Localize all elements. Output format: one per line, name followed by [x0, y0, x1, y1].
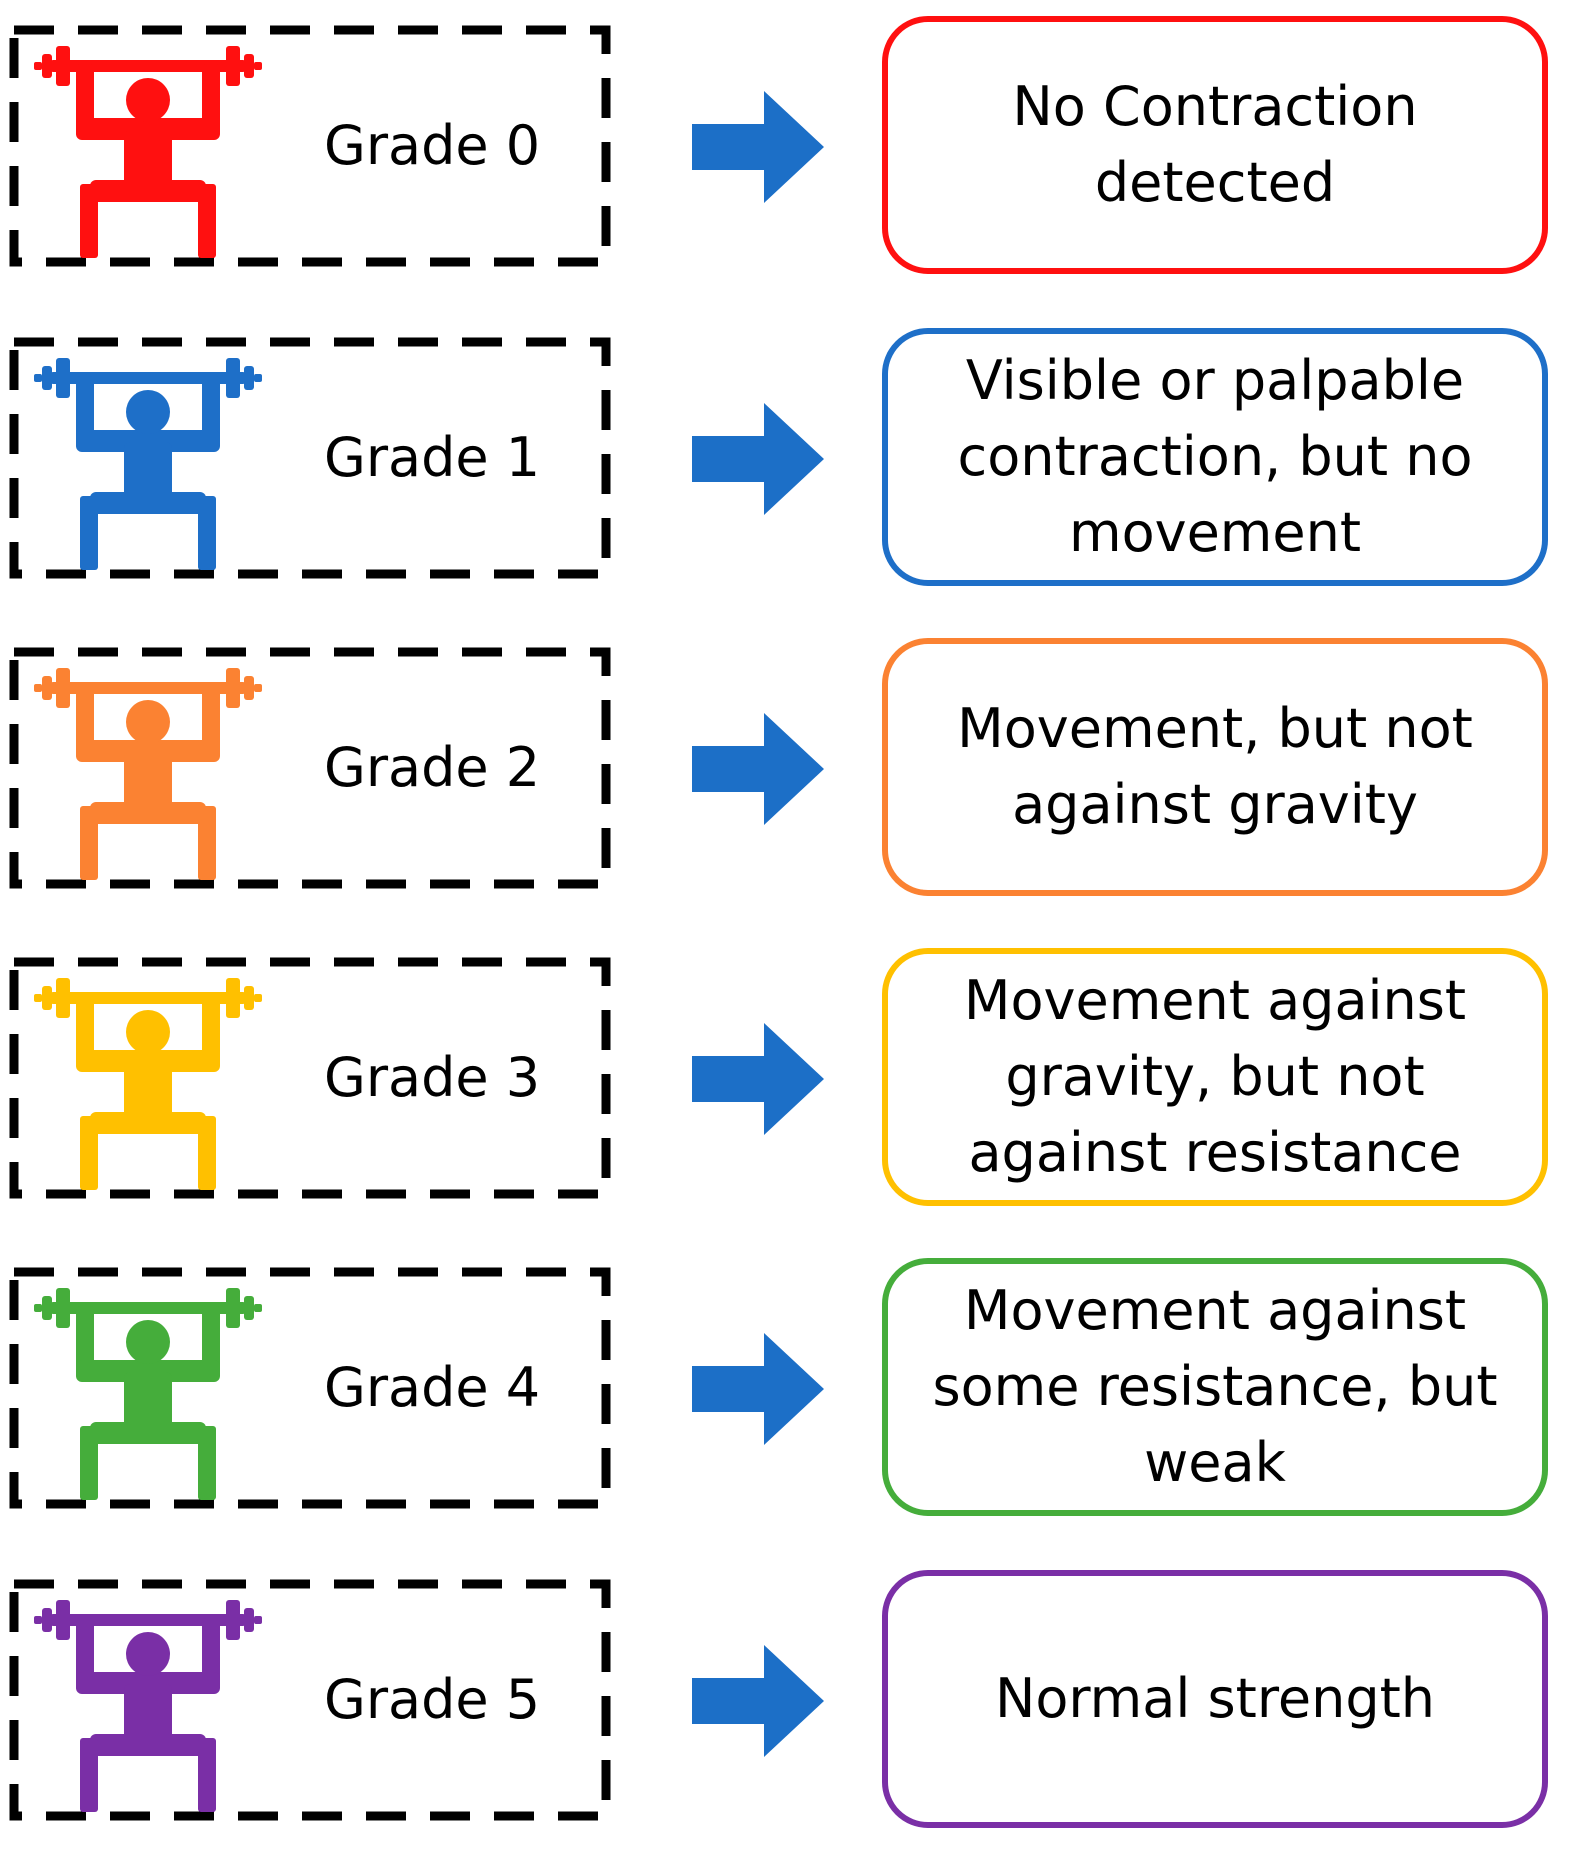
description-text: Normal strength	[995, 1667, 1435, 1730]
weightlifter-icon	[34, 668, 262, 880]
grade-row-5: Grade 5 Normal strength	[0, 1570, 1574, 1830]
description-box: Movement against some resistance, but we…	[882, 1258, 1548, 1516]
grade-row-2: Grade 2 Movement, but not against gravit…	[0, 638, 1574, 898]
weightlifter-icon	[34, 1288, 262, 1500]
grade-box-4: Grade 4	[0, 1258, 620, 1518]
grade-box-0: Grade 0	[0, 16, 620, 276]
description-text: Movement against gravity, but not agains…	[963, 969, 1467, 1184]
description-text: Movement against some resistance, but we…	[932, 1279, 1498, 1494]
right-arrow-icon	[692, 713, 824, 825]
grade-label: Grade 2	[324, 736, 541, 799]
description-box: Movement against gravity, but not agains…	[882, 948, 1548, 1206]
grade-box-3: Grade 3	[0, 948, 620, 1208]
description-box: Normal strength	[882, 1570, 1548, 1828]
grade-row-1: Grade 1 Visible or palpable contraction,…	[0, 328, 1574, 588]
right-arrow-icon	[692, 403, 824, 515]
grade-box-border	[9, 337, 611, 579]
grade-box-1: Grade 1	[0, 328, 620, 588]
grade-label: Grade 0	[324, 114, 541, 177]
grade-label: Grade 3	[324, 1046, 541, 1109]
description-text: Visible or palpable contraction, but no …	[957, 349, 1473, 564]
description-text: No Contraction detected	[1012, 75, 1418, 214]
right-arrow-icon	[692, 1645, 824, 1757]
right-arrow-icon	[692, 91, 824, 203]
grade-row-3: Grade 3 Movement against gravity, but no…	[0, 948, 1574, 1208]
grade-box-border	[9, 1579, 611, 1821]
grade-label: Grade 4	[324, 1356, 541, 1419]
grade-box-5: Grade 5	[0, 1570, 620, 1830]
right-arrow-icon	[692, 1023, 824, 1135]
grade-box-2: Grade 2	[0, 638, 620, 898]
description-text: Movement, but not against gravity	[957, 697, 1473, 836]
weightlifter-icon	[34, 978, 262, 1190]
grade-box-border	[9, 1267, 611, 1509]
grade-box-border	[9, 647, 611, 889]
right-arrow-icon	[692, 1333, 824, 1445]
weightlifter-icon	[34, 358, 262, 570]
grade-row-4: Grade 4 Movement against some resistance…	[0, 1258, 1574, 1518]
grade-label: Grade 1	[324, 426, 541, 489]
grade-box-border	[9, 957, 611, 1199]
grade-box-border	[9, 25, 611, 267]
weightlifter-icon	[34, 46, 262, 258]
grade-label: Grade 5	[324, 1668, 541, 1731]
description-box: Visible or palpable contraction, but no …	[882, 328, 1548, 586]
description-box: No Contraction detected	[882, 16, 1548, 274]
description-box: Movement, but not against gravity	[882, 638, 1548, 896]
weightlifter-icon	[34, 1600, 262, 1812]
grade-row-0: Grade 0 No Contraction detected	[0, 16, 1574, 276]
